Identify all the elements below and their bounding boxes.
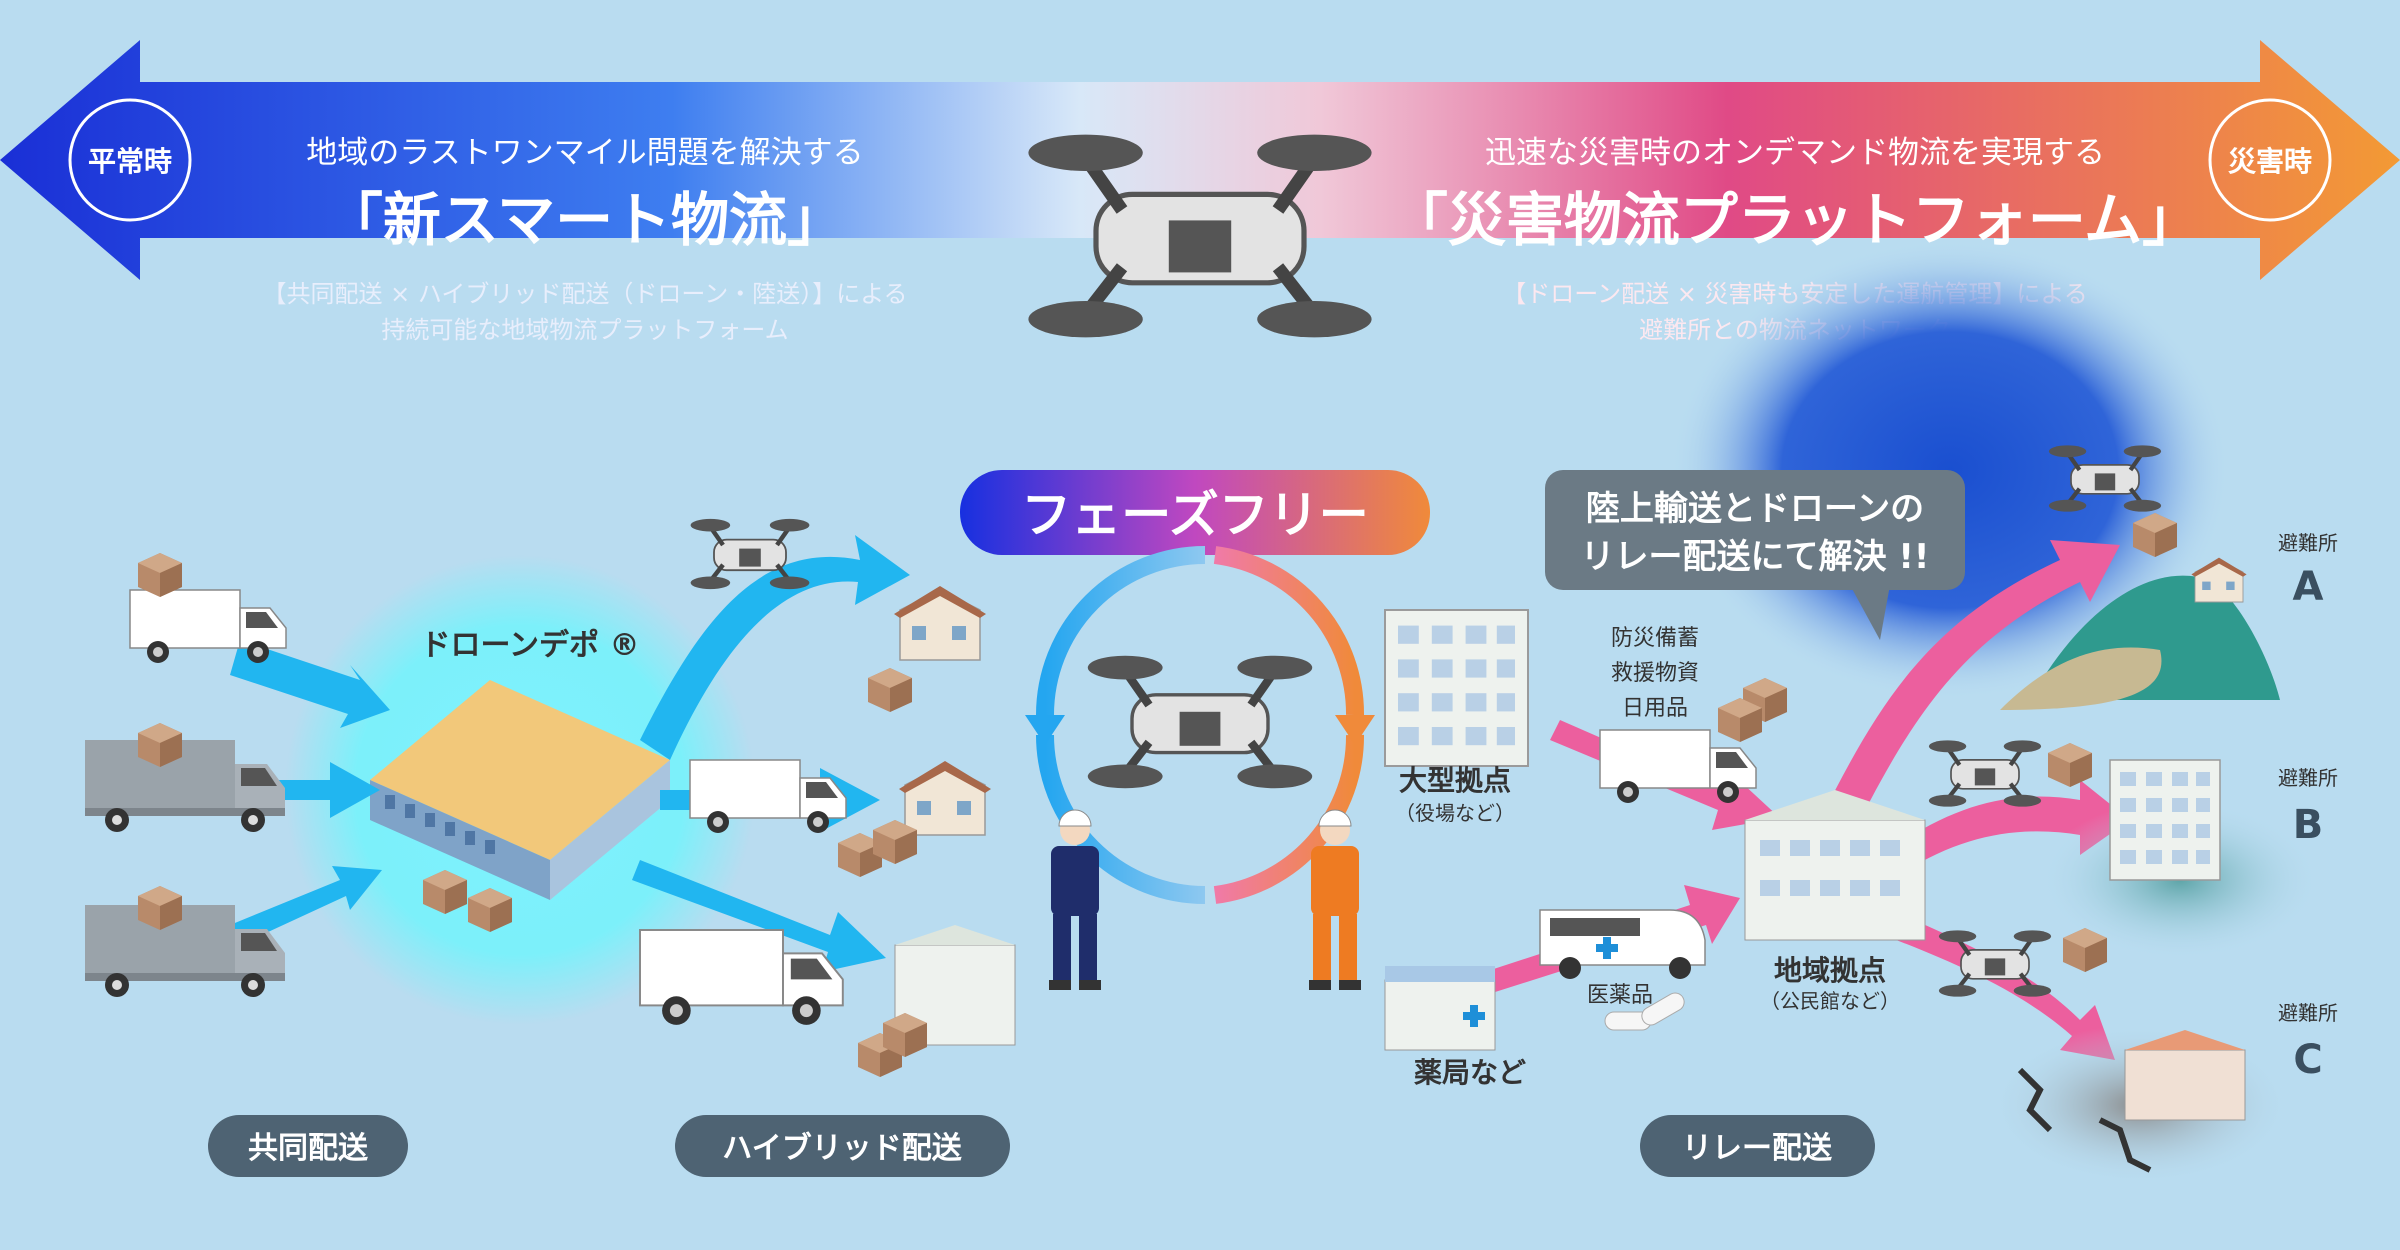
crack-icon	[2017, 1067, 2152, 1173]
truck-icon	[129, 589, 287, 664]
house-icon	[893, 585, 987, 661]
drone-icon	[1088, 656, 1312, 789]
pharmacy-label: 薬局など	[1414, 1056, 1526, 1089]
top-banner: 平常時 災害時 地域のラストワンマイル問題を解決する 「新スマート物流」 【共同…	[0, 40, 2400, 344]
relay-bubble-line-1: 陸上輸送とドローンの	[1586, 489, 1924, 529]
tag-relay-label: リレー配送	[1682, 1131, 1832, 1166]
drone-icon	[691, 519, 810, 589]
left-title: 「新スマート物流」	[325, 186, 845, 254]
shelter-a-letter: A	[2293, 564, 2324, 610]
local-hub-sub: （公民館など）	[1760, 989, 1900, 1013]
school-icon	[2124, 1030, 2246, 1121]
relay-bubble-line-2: リレー配送にて解決 !!	[1581, 537, 1930, 577]
supplies-1: 防災備蓄	[1611, 626, 1699, 651]
left-desc-2: 持続可能な地域物流プラットフォーム	[381, 316, 788, 344]
box-icon	[2048, 743, 2092, 787]
supplies-2: 救援物資	[1611, 661, 1699, 686]
drone-icon	[1929, 740, 2041, 806]
phase-free-badge: フェーズフリー	[960, 470, 1430, 555]
shelter-b-letter: B	[2293, 802, 2324, 848]
shelter-b-label: 避難所	[2278, 766, 2338, 790]
disaster-time-label: 災害時	[2228, 145, 2312, 178]
pill-icon	[1604, 992, 1685, 1031]
drone-depot-label: ドローンデポ ®	[421, 628, 640, 663]
left-subtitle: 地域のラストワンマイル問題を解決する	[306, 135, 863, 171]
tag-hybrid-label: ハイブリッド配送	[722, 1131, 961, 1166]
right-title: 「災害物流プラットフォーム」	[1390, 186, 2200, 254]
large-hub-label: 大型拠点	[1399, 764, 1511, 797]
tag-hybrid-delivery: ハイブリッド配送	[675, 1115, 1010, 1177]
supplies-3: 日用品	[1622, 696, 1688, 721]
house-icon	[898, 760, 992, 836]
building-icon	[2109, 759, 2221, 881]
normal-time-label: 平常時	[88, 145, 172, 178]
shelter-a-label: 避難所	[2278, 531, 2338, 555]
warehouse-small-icon	[894, 925, 1016, 1046]
box-icon	[868, 668, 912, 712]
large-hub-sub: （役場など）	[1395, 801, 1515, 825]
relay-bubble: 陸上輸送とドローンの リレー配送にて解決 !!	[1545, 470, 1965, 640]
pharmacy-icon	[1384, 966, 1496, 1051]
input-arrows	[230, 640, 390, 945]
shelter-a-landslide	[2000, 575, 2280, 710]
local-hub-label: 地域拠点	[1774, 954, 1886, 987]
truck-icon	[85, 740, 285, 832]
left-desc-1: 【共同配送 × ハイブリッド配送（ドローン・陸送）】による	[263, 280, 908, 308]
medicine-label: 医薬品	[1587, 983, 1653, 1008]
shelter-c-label: 避難所	[2278, 1001, 2338, 1025]
shelter-c-letter: C	[2293, 1037, 2322, 1083]
local-hub-building	[1744, 790, 1926, 941]
ambulance-icon	[1539, 909, 1706, 979]
tag-joint-delivery: 共同配送	[208, 1115, 408, 1177]
tag-relay-delivery: リレー配送	[1640, 1115, 1875, 1177]
right-subtitle: 迅速な災害時のオンデマンド物流を実現する	[1485, 135, 2105, 171]
phase-free-label: フェーズフリー	[1021, 486, 1369, 544]
building-icon	[1384, 609, 1529, 767]
warehouse-icon	[370, 680, 670, 900]
tag-joint-label: 共同配送	[248, 1131, 368, 1166]
